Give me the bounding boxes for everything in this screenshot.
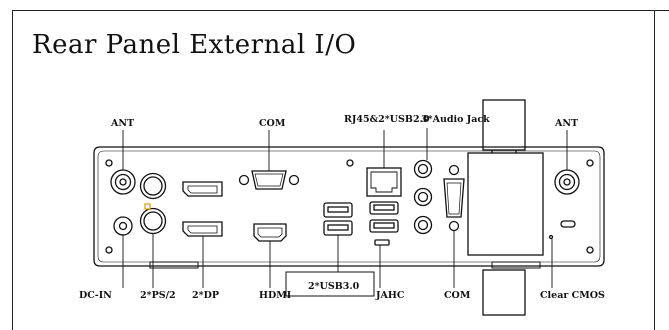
screw-right-top: [586, 159, 594, 167]
right-small-slot: [560, 220, 576, 228]
label-com-top: COM: [259, 118, 286, 129]
audio-jack-2: [413, 187, 433, 207]
usb3-port-top: [323, 202, 353, 218]
label-audio-jack: 3*Audio Jack: [421, 114, 490, 125]
dc-in-jack: [113, 216, 133, 236]
label-com-bottom: COM: [444, 290, 471, 301]
page-title: Rear Panel External I/O: [32, 30, 357, 60]
jahc-connector: [374, 239, 390, 246]
frame-left-border: [12, 10, 13, 330]
audio-jack-1: [413, 159, 433, 179]
ps2-led-indicator: [144, 203, 151, 210]
label-clear-cmos: Clear CMOS: [540, 290, 605, 301]
hdmi-port: [253, 223, 287, 242]
label-hdmi: HDMI: [259, 290, 292, 301]
rear-panel-diagram: ANT COM RJ45&2*USB2.0 3*Audio Jack ANT D…: [79, 99, 605, 316]
ps2-port-bottom: [139, 207, 167, 235]
expansion-slot: [467, 152, 544, 256]
dp-port-bottom: [182, 221, 223, 237]
rj45-port: [366, 167, 402, 197]
com-port-top: [238, 170, 300, 190]
foot-right: [491, 261, 541, 269]
usb3-label-box: [285, 271, 375, 297]
ps2-port-top: [139, 172, 167, 200]
label-jahc: JAHC: [375, 290, 405, 301]
dp-port-top: [182, 181, 223, 197]
label-usb3: 2*USB3.0: [308, 281, 360, 292]
top-module-block: [482, 99, 526, 151]
chassis-inner-outline: [97, 150, 601, 263]
usb2-port-bottom: [369, 219, 399, 233]
label-rj45-usb2: RJ45&2*USB2.0: [344, 114, 430, 125]
screw-left-bottom: [105, 246, 113, 254]
usb3-port-bottom: [323, 220, 353, 236]
frame-right-border: [654, 10, 655, 330]
label-ps2: 2*PS/2: [140, 290, 176, 301]
indicator-dot: [346, 159, 354, 167]
com-port-bottom: [443, 164, 465, 232]
ant-left-connector: [110, 169, 136, 195]
audio-jack-3: [413, 215, 433, 235]
label-dp: 2*DP: [192, 290, 219, 301]
label-ant-left: ANT: [110, 118, 134, 129]
bottom-module-block: [482, 269, 526, 316]
chassis-outline: [93, 146, 605, 267]
clear-cmos-hole: [548, 234, 554, 240]
foot-left: [149, 261, 199, 269]
label-ant-right: ANT: [554, 118, 578, 129]
label-dc-in: DC-IN: [79, 290, 112, 301]
usb2-port-top: [369, 201, 399, 215]
ant-right-connector: [554, 169, 580, 195]
screw-left-top: [105, 159, 113, 167]
frame-top-border: [12, 10, 669, 11]
screw-right-bottom: [586, 246, 594, 254]
